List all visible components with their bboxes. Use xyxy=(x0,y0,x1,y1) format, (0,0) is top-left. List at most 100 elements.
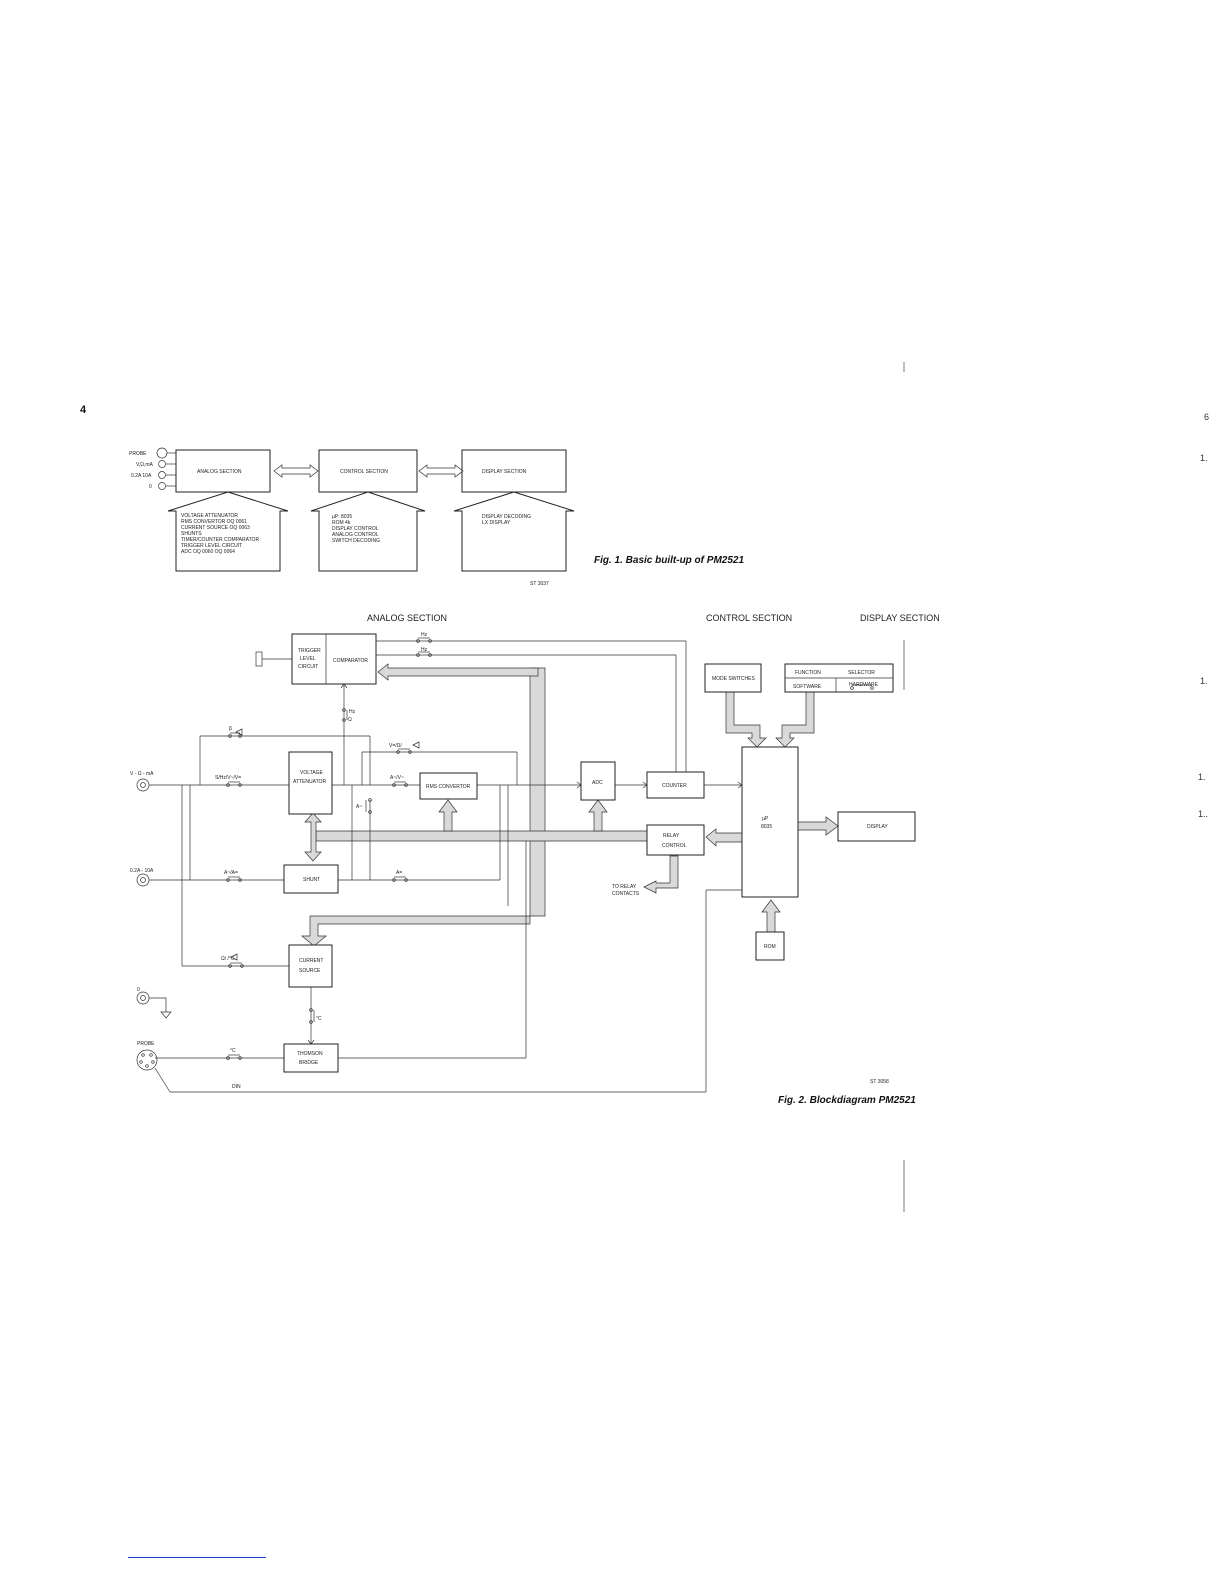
switch-icon xyxy=(396,748,412,754)
fig1-control-detail xyxy=(310,491,426,572)
rms-convertor-block xyxy=(419,772,478,800)
potentiometer-icon xyxy=(255,651,263,667)
input-label: 0 xyxy=(149,484,152,490)
input-label: 0.2A - 10A xyxy=(130,868,154,874)
section-header: ANALOG SECTION xyxy=(367,613,447,623)
block-title: DISPLAY SECTION xyxy=(482,469,527,475)
block-label: ROM xyxy=(764,944,776,950)
block-label: RELAY xyxy=(663,833,680,839)
fig2-caption: Fig. 2. Blockdiagram PM2521 xyxy=(778,1095,916,1106)
detail-item: ROM 4k xyxy=(332,520,351,526)
jack-icon xyxy=(158,460,166,468)
arrowhead-icon xyxy=(737,781,743,789)
block-label: SHUNT xyxy=(303,877,320,883)
bus-relay-up xyxy=(705,828,743,847)
switch-label: A~ xyxy=(356,804,362,810)
block-label: VOLTAGE xyxy=(300,770,324,776)
switch-icon xyxy=(392,781,408,787)
bus-to-display xyxy=(797,816,839,836)
signal-wires xyxy=(149,640,742,1093)
block-label: CIRCUIT xyxy=(298,664,318,670)
block-label: THOMSON xyxy=(297,1051,323,1057)
current-source-block xyxy=(288,944,333,988)
switch-label: CONTACTS xyxy=(612,891,640,897)
block-label: SOFTWARE xyxy=(793,684,822,690)
bus-relay-contacts xyxy=(643,855,679,894)
bus-to-adc xyxy=(588,799,608,832)
fig1-control-block xyxy=(318,449,418,493)
block-label: ATTENUATOR xyxy=(293,779,326,785)
switch-label: β xyxy=(229,726,232,732)
switch-icon xyxy=(416,637,432,643)
ground-icon xyxy=(149,997,172,1019)
data-bus xyxy=(301,663,839,947)
fig1-display-detail xyxy=(453,491,575,572)
switch-label: Hz xyxy=(349,709,356,715)
switch-icon xyxy=(226,781,242,787)
input-label: V - Ω - mA xyxy=(130,771,154,777)
relay-control-block xyxy=(646,824,705,856)
input-label: PROBE xyxy=(137,1041,155,1047)
page-number: 4 xyxy=(80,404,87,416)
switch-icon xyxy=(416,651,432,657)
switch-label: A= xyxy=(396,870,402,876)
block-label: CURRENT xyxy=(299,958,323,964)
block-label: LEVEL xyxy=(300,656,316,662)
diode-icon xyxy=(230,953,238,961)
bidirectional-arrow-icon xyxy=(273,464,319,478)
block-title: ANALOG SECTION xyxy=(197,469,242,475)
switch-label: TO RELAY xyxy=(612,884,637,890)
block-label: MODE SWITCHES xyxy=(712,676,755,682)
switch-label: Ω/ /°C xyxy=(221,956,235,962)
switch-icon xyxy=(850,684,874,690)
switch-icon xyxy=(392,876,408,882)
fig1-caption: Fig. 1. Basic built-up of PM2521 xyxy=(594,555,745,566)
diode-icon xyxy=(412,741,420,749)
margin-mark: 1. xyxy=(1198,772,1206,782)
switch-label: S/Hz/V~/V= xyxy=(215,775,241,781)
block-label: ADC xyxy=(592,780,603,786)
switch-label: A~/A= xyxy=(224,870,238,876)
block-title: CONTROL SECTION xyxy=(340,469,388,475)
bidirectional-arrow-icon xyxy=(418,464,464,478)
thomson-bridge-block xyxy=(283,1043,339,1073)
margin-mark: 1. xyxy=(1200,676,1208,686)
arrowhead-icon xyxy=(307,1039,315,1045)
switch-icon xyxy=(342,708,348,722)
detail-item: VOLTAGE ATTENUATOR xyxy=(181,513,238,519)
figure-reference: ST 3037 xyxy=(530,581,549,587)
detail-item: CURRENT SOURCE OQ 0063 xyxy=(181,525,250,531)
probe-jack-icon xyxy=(156,447,168,459)
diode-icon xyxy=(235,728,243,736)
detail-item: SHUNTS xyxy=(181,531,202,537)
display-block xyxy=(837,811,916,842)
bus-horizontal xyxy=(315,830,657,842)
mode-switches-block xyxy=(704,663,762,693)
switch-icon xyxy=(228,962,244,968)
block-label: COUNTER xyxy=(662,783,687,789)
block-label: FUNCTION xyxy=(795,670,821,676)
arrowhead-icon xyxy=(642,781,648,789)
bus-to-comparator xyxy=(377,663,539,681)
switch-icon xyxy=(226,876,242,882)
block-label: SOURCE xyxy=(299,968,321,974)
input-label: 0.2A 10A xyxy=(131,473,152,479)
margin-mark: 1. xyxy=(1200,453,1208,463)
block-label: BRIDGE xyxy=(299,1060,319,1066)
shunt-block xyxy=(283,864,339,894)
detail-item: RMS CONVERTOR OQ 0061 xyxy=(181,519,247,525)
bus-to-attenuator xyxy=(304,812,322,862)
bus-function-selector xyxy=(775,690,815,748)
footer-rule xyxy=(128,1557,266,1558)
section-header: CONTROL SECTION xyxy=(706,613,792,623)
switch-label: °C xyxy=(230,1048,236,1054)
section-header: DISPLAY SECTION xyxy=(860,613,940,623)
block-label: 8035 xyxy=(761,824,772,830)
bus-rom xyxy=(761,899,781,933)
input-label: PROBE xyxy=(129,451,147,457)
jack-icon xyxy=(136,778,150,792)
jack-icon xyxy=(158,482,166,490)
fig1-input-jacks: PROBE V,Ω,mA 0.2A 10A 0 xyxy=(129,447,176,490)
adc-block xyxy=(580,761,616,801)
switch-label: °C xyxy=(316,1016,322,1022)
